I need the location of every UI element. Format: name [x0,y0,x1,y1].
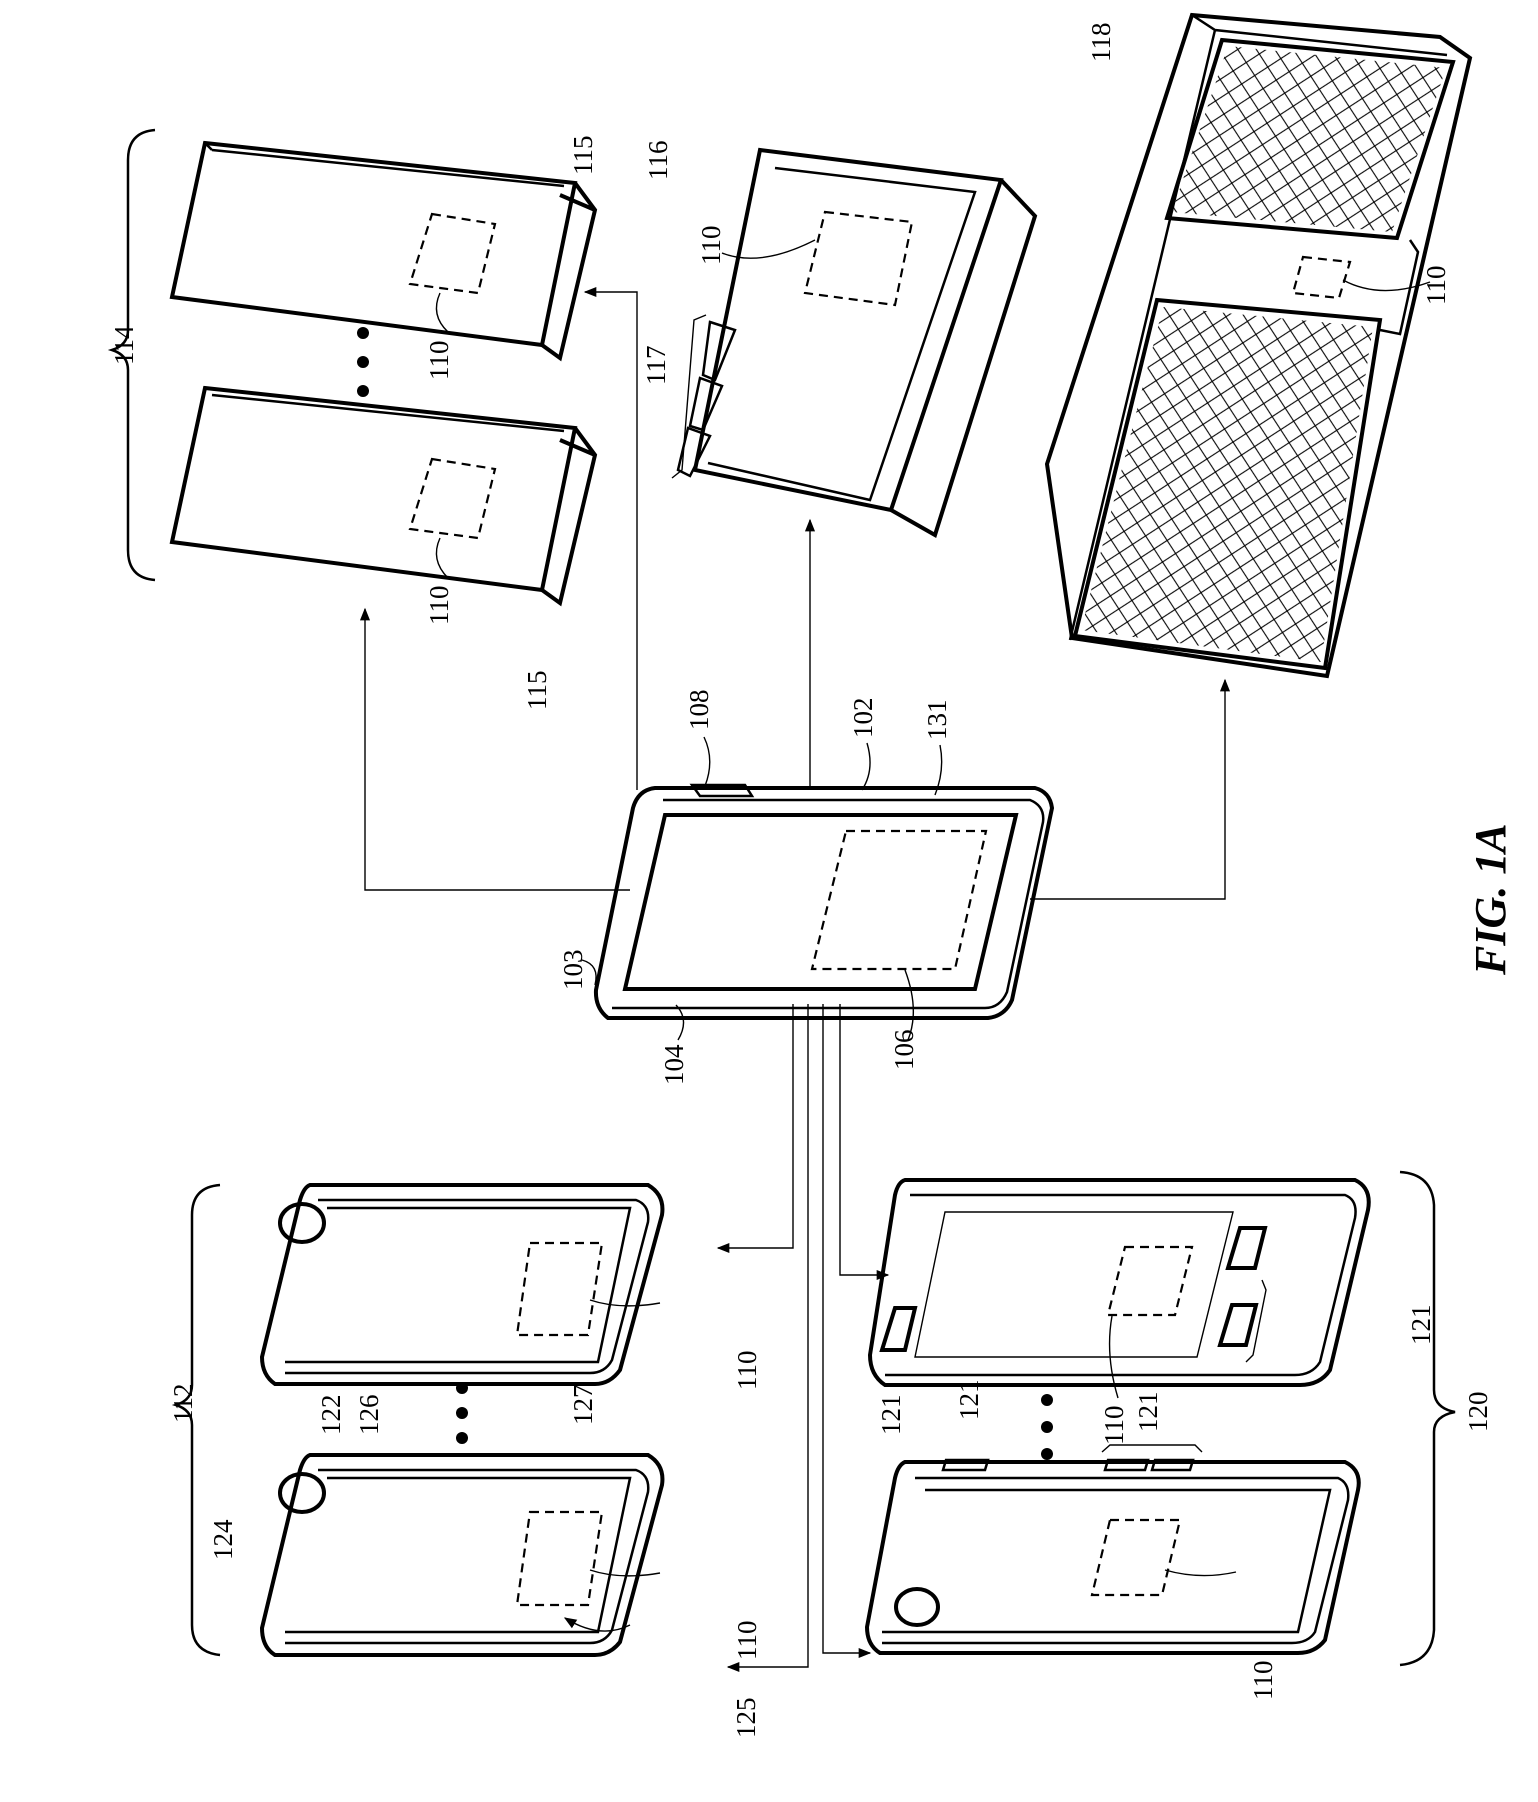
label-115-b: 115 [522,671,552,711]
phone-device-b [259,1453,665,1657]
ellipsis-dot [357,385,369,397]
central-device [593,783,1055,1020]
feature-121 [1103,1458,1150,1472]
brace-121 [1101,1444,1203,1453]
label-116: 116 [643,141,673,181]
home-button [278,1472,326,1514]
label-114: 114 [109,325,139,365]
feature-121 [1150,1458,1195,1472]
label-131: 131 [922,700,952,741]
reference-numerals: 108 102 131 103 104 106 114 115 115 110 … [109,23,1493,1739]
device-with-features-b [864,1444,1361,1655]
label-115-a: 115 [568,136,598,176]
central-device-port [689,783,755,798]
ellipsis-dot [357,327,369,339]
label-110: 110 [1099,1406,1129,1446]
central-device-rim [612,798,1045,1010]
label-106: 106 [889,1030,919,1071]
label-110: 110 [732,1621,762,1661]
feature-121 [879,1306,918,1352]
group-112 [171,1183,665,1657]
label-110: 110 [1248,1661,1278,1701]
feature-121 [1217,1303,1259,1347]
label-110: 110 [424,586,454,626]
hatched-panel-lower [1081,307,1373,662]
label-124: 124 [208,1519,238,1560]
label-121: 121 [876,1395,906,1436]
phone-device-a [259,1183,665,1386]
brace-114 [107,128,156,582]
ellipsis-dot [456,1407,468,1419]
brace-112 [171,1183,221,1657]
label-112: 112 [168,1384,198,1424]
label-122: 122 [316,1395,346,1436]
brace-120 [1399,1170,1456,1667]
label-121: 121 [954,1380,984,1421]
label-102: 102 [848,698,878,739]
connector-group-117 [676,320,737,478]
ellipsis-dot [456,1382,468,1394]
label-121: 121 [1133,1392,1163,1433]
label-104: 104 [659,1044,689,1085]
feature-121 [1225,1226,1268,1270]
connection-lines [359,286,1231,1673]
label-120: 120 [1463,1392,1493,1433]
label-110: 110 [732,1351,762,1391]
label-110: 110 [1421,266,1451,306]
dual-screen-device-118 [1044,12,1473,679]
label-110: 110 [424,341,454,381]
label-117: 117 [641,346,671,386]
label-127: 127 [568,1385,598,1426]
feature-121 [941,1458,990,1472]
link-to-120-a [839,1004,890,1281]
link-to-114-b [359,607,630,891]
link-to-114-a [583,286,638,790]
ellipsis-dot [1041,1421,1053,1433]
link-to-112-a [716,1004,794,1254]
ellipsis-dot [357,356,369,368]
label-110: 110 [696,226,726,266]
link-to-120-b [822,1004,872,1659]
figure-caption: FIG. 1A [1466,823,1515,976]
label-118: 118 [1086,23,1116,63]
label-126: 126 [354,1395,384,1436]
link-to-118 [1030,678,1231,900]
label-121: 121 [1406,1305,1436,1346]
hatched-panel-upper [1172,46,1446,232]
ellipsis-dot [1041,1448,1053,1460]
brace-117 [671,314,707,479]
label-108: 108 [684,690,714,731]
home-button [278,1202,326,1244]
slab-device-b [169,385,598,607]
home-button [894,1587,940,1627]
leader-lines [581,736,943,1041]
ellipsis-dot [456,1432,468,1444]
slab-device-a [169,140,598,362]
group-120 [864,1170,1456,1667]
central-device-housing [593,786,1055,1020]
label-103: 103 [558,950,588,991]
group-114 [107,128,598,607]
ellipsis-dot [1041,1394,1053,1406]
central-device-display [622,813,1019,991]
device-with-features-a [867,1178,1371,1399]
label-125: 125 [731,1698,761,1739]
brace-121 [1245,1279,1267,1363]
link-to-112-b [726,1004,809,1673]
central-device-component [810,829,988,971]
dock-device-116 [671,147,1038,538]
